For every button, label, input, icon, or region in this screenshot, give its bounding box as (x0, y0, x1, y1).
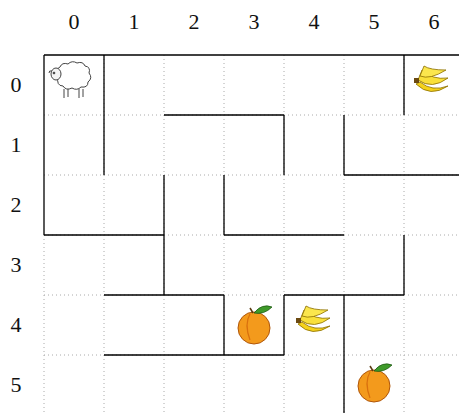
row-number: 2 (11, 194, 22, 216)
column-number: 4 (309, 11, 320, 33)
sheep-icon (49, 62, 91, 98)
peach-icon (358, 364, 392, 402)
row-number: 5 (11, 374, 22, 396)
column-number: 1 (129, 11, 140, 33)
column-number: 5 (369, 11, 380, 33)
grid-lines (44, 55, 459, 413)
banana-icon (414, 66, 448, 92)
banana-icon (296, 306, 330, 332)
column-number: 2 (189, 11, 200, 33)
row-number: 4 (11, 314, 22, 336)
column-number: 3 (249, 11, 260, 33)
row-number: 0 (11, 74, 22, 96)
column-number: 0 (69, 11, 80, 33)
row-number: 3 (11, 254, 22, 276)
column-number: 6 (429, 11, 440, 33)
maze-walls (44, 55, 459, 413)
row-number: 1 (11, 134, 22, 156)
peach-icon (238, 306, 272, 344)
